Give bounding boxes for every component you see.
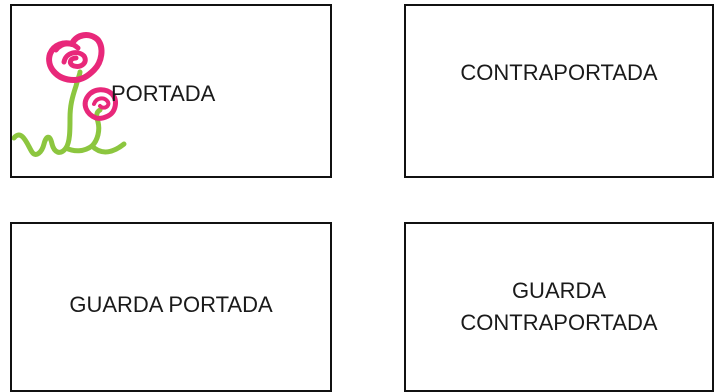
panel-contraportada: CONTRAPORTADA [404,4,714,178]
panel-guarda-portada: GUARDA PORTADA [10,222,332,392]
guarda-contraportada-line-1: GUARDA [511,278,607,304]
guarda-contraportada-line-2: CONTRAPORTADA [460,310,658,335]
panel-portada: PORTADA [10,4,332,178]
guarda-contraportada-label: GUARDA CONTRAPORTADA [460,275,657,339]
portada-label: PORTADA [111,81,216,106]
guarda-portada-label: GUARDA PORTADA [69,292,273,318]
contraportada-label: CONTRAPORTADA [460,60,658,86]
panel-guarda-contraportada: GUARDA CONTRAPORTADA [404,222,714,392]
